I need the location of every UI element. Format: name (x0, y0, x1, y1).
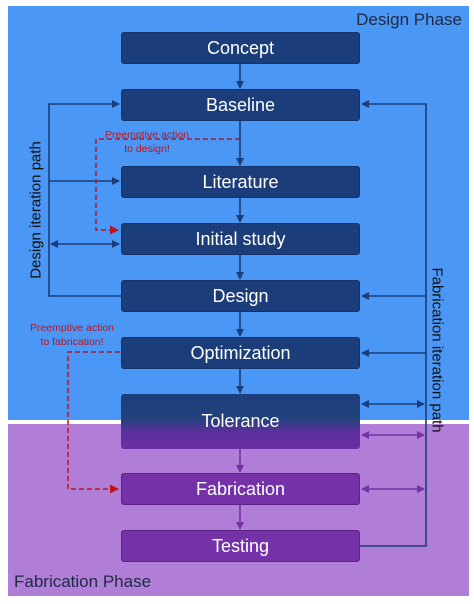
preemptive-fabrication-note-line: to fabrication! (40, 336, 104, 348)
fabrication-iteration-line (360, 100, 427, 547)
step-concept: Concept (121, 32, 360, 64)
fabrication-phase-region (8, 424, 469, 596)
step-design: Design (121, 280, 360, 312)
step-fabrication: Fabrication (121, 473, 360, 505)
step-testing: Testing (121, 530, 360, 562)
preemptive-design-note-line: Preemptive action (104, 129, 190, 141)
preemptive-fabrication-arrow (67, 351, 120, 494)
step-baseline: Baseline (121, 89, 360, 121)
preemptive-fabrication-note: Preemptive action to fabrication! (14, 321, 130, 349)
design-phase-label: Design Phase (356, 10, 462, 29)
fabrication-phase-label: Fabrication Phase (14, 572, 152, 591)
preemptive-design-arrow (95, 138, 240, 235)
preemptive-fabrication-note-line: Preemptive action (29, 322, 115, 334)
design-iteration-line (48, 100, 121, 297)
step-tolerance: Tolerance (121, 394, 360, 449)
fabrication-iteration-path-label: Fabrication iteration path (428, 267, 446, 433)
step-literature: Literature (121, 166, 360, 198)
preemptive-design-note-line: to design! (124, 143, 170, 155)
step-initial-study: Initial study (121, 223, 360, 255)
step-optimization: Optimization (121, 337, 360, 369)
preemptive-design-note: Preemptive action to design! (92, 128, 202, 156)
design-iteration-path-label: Design iteration path (27, 141, 45, 279)
